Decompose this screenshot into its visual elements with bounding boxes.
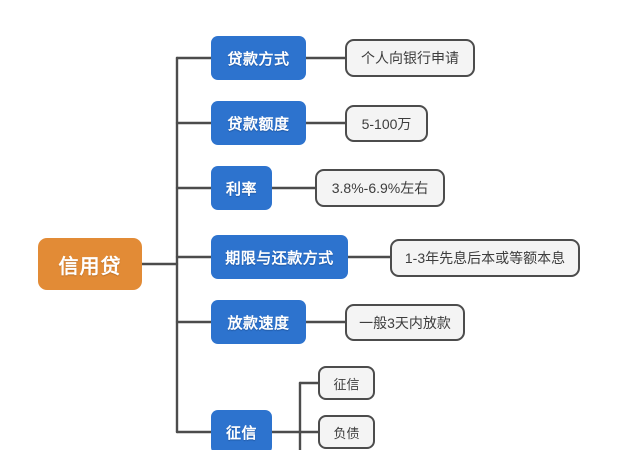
leaf-node-disbursement-speed-detail[interactable]: 一般3天内放款 (345, 304, 465, 341)
leaf-node-credit-report-child-credit[interactable]: 征信 (318, 366, 375, 400)
branch-node-loan-amount[interactable]: 贷款额度 (211, 101, 306, 145)
branch-node-label: 放款速度 (227, 314, 290, 332)
leaf-node-term-repayment-detail[interactable]: 1-3年先息后本或等额本息 (390, 239, 580, 277)
branch-node-label: 贷款额度 (227, 115, 290, 133)
branch-node-label: 期限与还款方式 (225, 249, 334, 267)
leaf-node-label: 5-100万 (361, 115, 412, 132)
leaf-node-label: 征信 (333, 376, 360, 392)
leaf-node-label: 1-3年先息后本或等额本息 (404, 250, 566, 266)
branch-node-interest-rate[interactable]: 利率 (211, 166, 272, 210)
leaf-node-label: 个人向银行申请 (361, 50, 459, 66)
leaf-node-label: 一般3天内放款 (359, 314, 451, 331)
branch-node-loan-method[interactable]: 贷款方式 (211, 36, 306, 80)
branch-node-disbursement-speed[interactable]: 放款速度 (211, 300, 306, 344)
leaf-node-label: 负债 (333, 425, 360, 441)
leaf-node-loan-method-detail[interactable]: 个人向银行申请 (345, 39, 475, 77)
root-node-label: 信用贷 (58, 255, 122, 278)
branch-node-term-repayment[interactable]: 期限与还款方式 (211, 235, 348, 279)
leaf-node-loan-amount-detail[interactable]: 5-100万 (345, 105, 428, 142)
branch-node-label: 利率 (225, 180, 257, 198)
branch-node-credit-report[interactable]: 征信 (211, 410, 272, 450)
branch-node-label: 贷款方式 (227, 50, 290, 68)
leaf-node-credit-report-child-debt[interactable]: 负债 (318, 415, 375, 449)
branch-node-label: 征信 (225, 424, 257, 442)
root-node-credit-loan[interactable]: 信用贷 (38, 238, 142, 290)
leaf-node-interest-rate-detail[interactable]: 3.8%-6.9%左右 (315, 169, 445, 207)
leaf-node-label: 3.8%-6.9%左右 (331, 180, 429, 196)
